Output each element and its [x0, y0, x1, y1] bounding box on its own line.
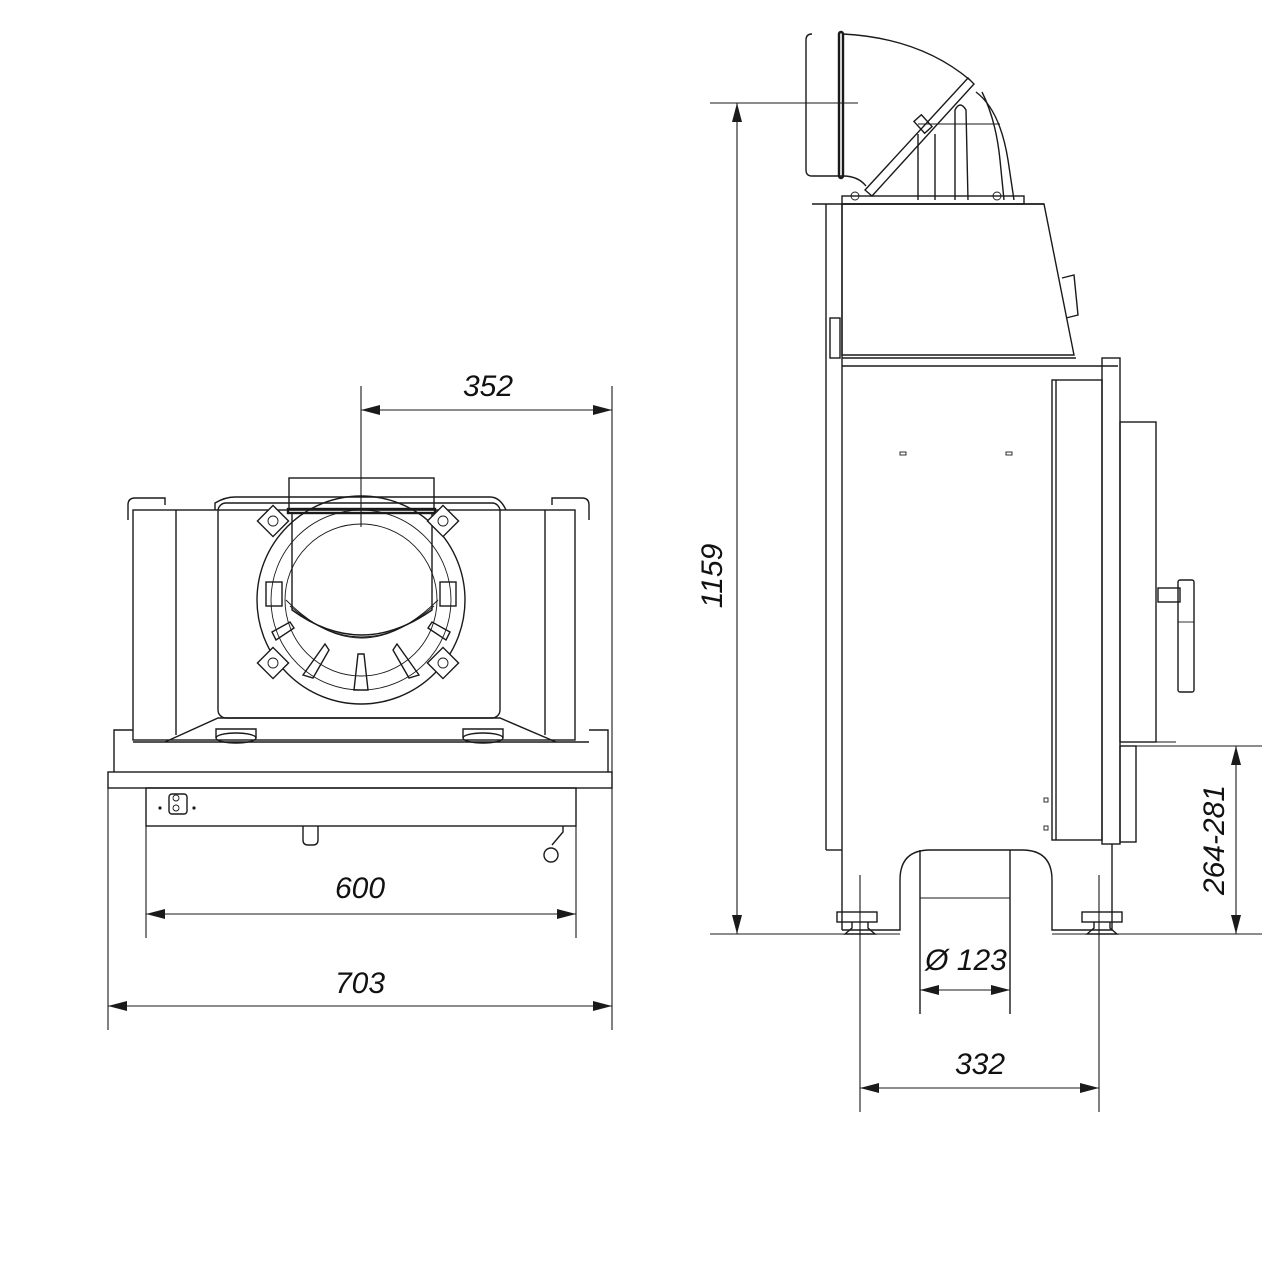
bolt-plate-top-right: [426, 504, 460, 538]
dimension-label-600: 600: [335, 872, 385, 905]
adjustable-foot-front: [1081, 911, 1123, 923]
bolt-plate-top-left: [256, 504, 290, 538]
door-handle-icon: [543, 847, 559, 863]
door-handle-side-icon: [1177, 579, 1195, 693]
dimension-label-1159: 1159: [696, 543, 729, 608]
side-view: 1159 264-281 Ø 123 332: [696, 30, 1262, 1112]
dimension-label-264-281: 264-281: [1198, 785, 1231, 896]
dimension-door-width: 600: [145, 826, 577, 938]
dimension-label-703: 703: [335, 967, 385, 1000]
front-view: 352 600 703: [107, 370, 613, 1030]
dimension-air-inlet-diameter: Ø 123: [920, 944, 1010, 995]
dimension-label-diameter-123: Ø 123: [924, 944, 1007, 977]
dimension-overall-height: 1159: [696, 102, 858, 934]
air-control-icon: [168, 793, 188, 815]
dimension-label-352: 352: [463, 370, 513, 403]
dimension-feet-spacing: 332: [859, 875, 1100, 1112]
bolt-plate-bottom-right: [426, 646, 460, 680]
dimension-door-sill-height: 264-281: [1124, 745, 1262, 934]
bolt-plate-bottom-left: [256, 646, 290, 680]
adjustable-foot-rear: [836, 911, 878, 923]
dimension-flue-offset: 352: [360, 370, 613, 1030]
dimension-label-332: 332: [955, 1048, 1005, 1081]
dimension-overall-width: 703: [107, 788, 612, 1030]
